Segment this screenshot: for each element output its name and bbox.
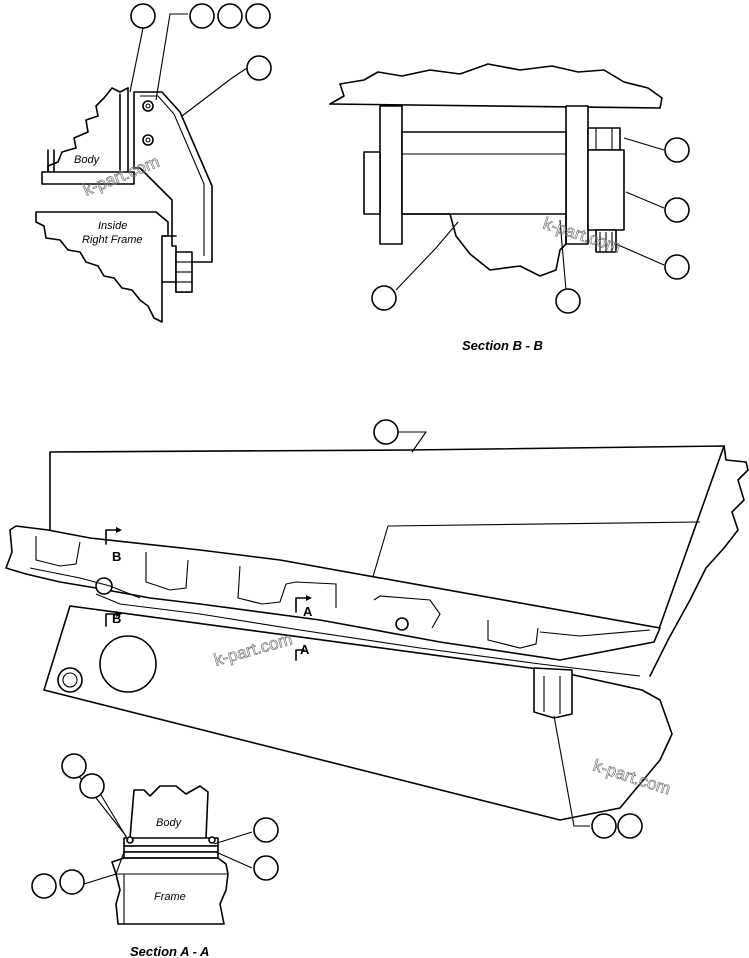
callout-bubble	[617, 813, 643, 839]
body-flange	[41, 171, 135, 185]
section-marker-b-bottom: B	[112, 611, 121, 626]
mounting-bracket	[133, 91, 213, 293]
cross-tube	[401, 131, 567, 215]
callout-bubble	[253, 855, 279, 881]
callout-bubble	[253, 817, 279, 843]
section-a-frame-label: Frame	[154, 891, 186, 903]
body-torn-edge	[329, 63, 663, 109]
callout-bubble	[245, 3, 271, 29]
section-marker-a-top: A	[303, 604, 313, 619]
side-plate-left	[379, 105, 403, 245]
section-marker-b-top: B	[112, 549, 121, 564]
callout-bubble	[591, 813, 617, 839]
frame-rail	[43, 605, 673, 821]
callout-bubble	[664, 197, 690, 223]
callout-bubble	[61, 753, 87, 779]
body-label: Body	[74, 154, 101, 166]
right-frame-label: Right Frame	[82, 234, 143, 246]
detail-top-left: Body Inside Right Frame	[35, 3, 272, 323]
shaft-end	[363, 151, 381, 215]
section-b-b: Section B - B	[329, 63, 690, 353]
callout-bubble	[59, 869, 85, 895]
spacer-block	[587, 149, 625, 231]
section-a-title: Section A - A	[130, 944, 209, 958]
callout-bubble	[246, 55, 272, 81]
callout-bubble	[31, 873, 57, 899]
section-a-shim	[123, 845, 219, 853]
callout-bubble	[130, 3, 156, 29]
section-b-title: Section B - B	[462, 338, 543, 353]
body-floor-crossmembers	[5, 525, 661, 661]
section-a-frame-outline	[111, 857, 229, 925]
callout-bubble	[371, 285, 397, 311]
bolt-lower	[142, 134, 154, 146]
section-a-body-label: Body	[156, 817, 183, 829]
inside-frame-label: Inside	[98, 220, 127, 232]
frame-hole	[99, 635, 157, 693]
callout-bubble	[217, 3, 243, 29]
callout-bubble	[664, 254, 690, 280]
bolt-head	[587, 127, 621, 151]
rail-bracket	[533, 667, 573, 719]
bolt-upper	[142, 100, 154, 112]
pivot-hole	[57, 667, 83, 693]
main-view: B B A A	[5, 419, 749, 839]
callout-bubble	[664, 137, 690, 163]
body-wall-outline	[41, 87, 129, 179]
section-a-body-flange	[123, 837, 219, 847]
section-marker-a-bottom: A	[300, 642, 310, 657]
callout-bubble	[189, 3, 215, 29]
section-a-body-outline	[129, 785, 209, 839]
callout-bubble	[79, 773, 105, 799]
dump-body-outline	[49, 445, 749, 677]
callout-bubble	[555, 288, 581, 314]
callout-bubble	[373, 419, 399, 445]
section-a-a: Body Frame Section A - A	[31, 753, 279, 958]
